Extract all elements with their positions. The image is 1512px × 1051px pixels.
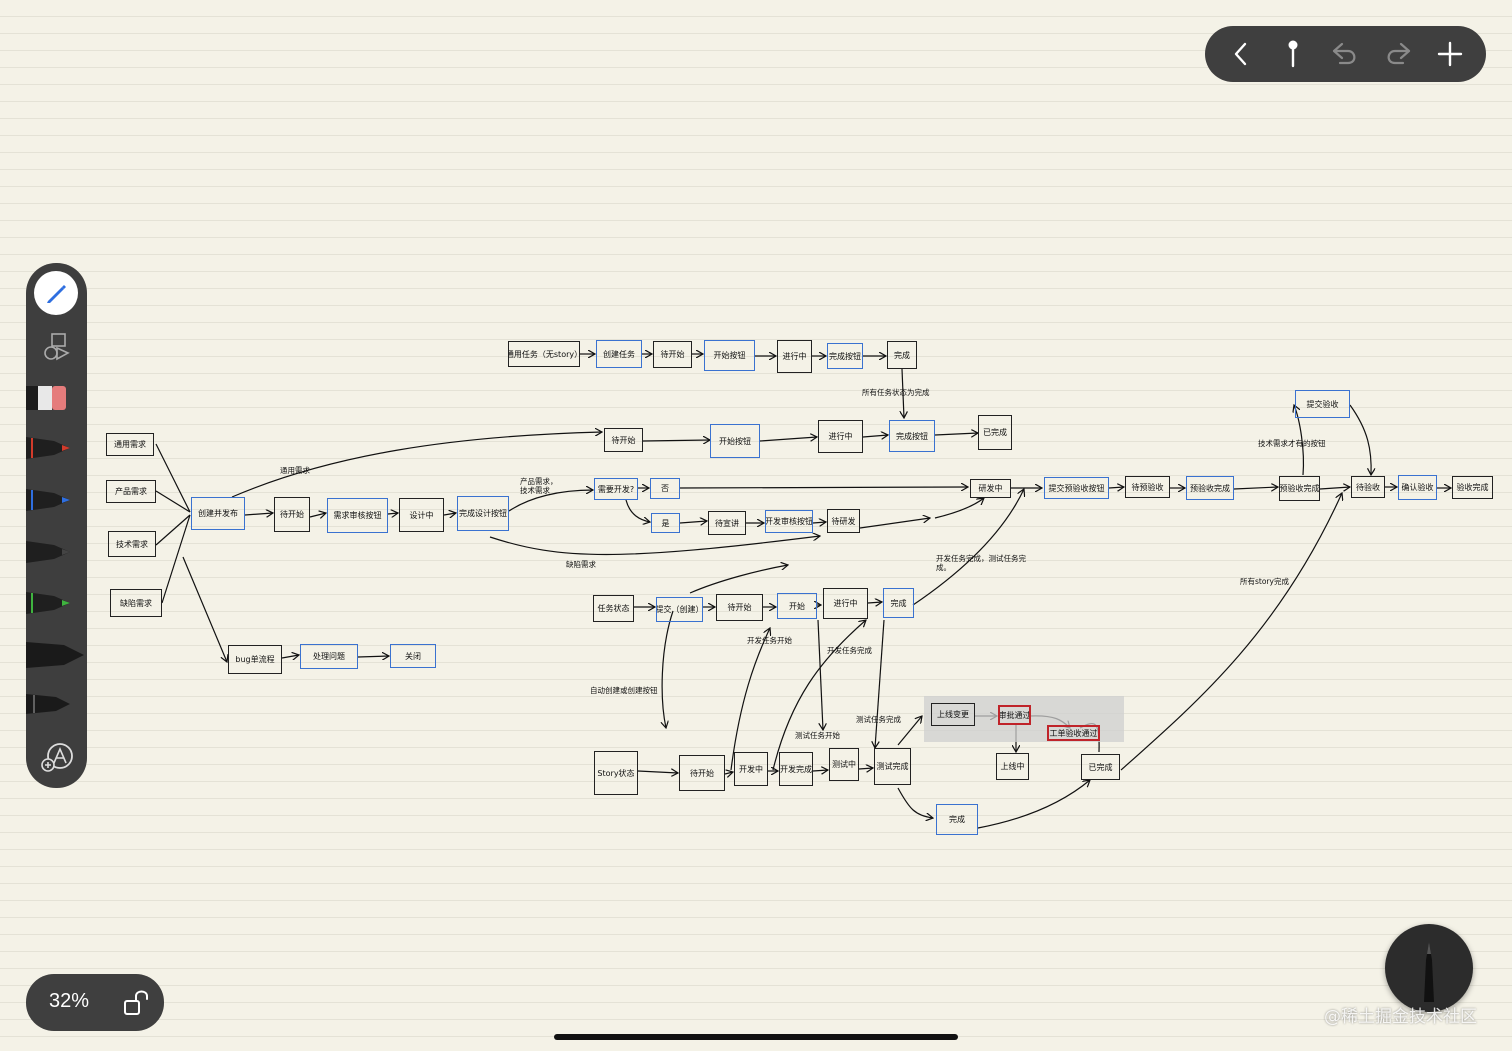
label-defect-req: 缺陷需求 bbox=[566, 560, 596, 569]
eraser-icon[interactable] bbox=[26, 383, 87, 413]
label-dev-start: 开发任务开始 bbox=[747, 636, 792, 645]
zoom-control[interactable]: 32% bbox=[26, 974, 164, 1031]
node-close[interactable]: 关闭 bbox=[390, 644, 436, 668]
node-designing[interactable]: 设计中 bbox=[399, 498, 444, 532]
node-done-5[interactable]: 完成 bbox=[936, 804, 978, 835]
node-completed-5[interactable]: 已完成 bbox=[1081, 754, 1120, 780]
node-done-top[interactable]: 完成 bbox=[887, 341, 917, 369]
node-todo-4[interactable]: 待开始 bbox=[716, 594, 763, 621]
label-test-start: 测试任务开始 bbox=[795, 731, 840, 740]
label-test-done: 测试任务完成 bbox=[856, 715, 901, 724]
node-create-publish[interactable]: 创建并发布 bbox=[191, 497, 245, 530]
node-in-progress-top[interactable]: 进行中 bbox=[777, 340, 812, 373]
unlock-icon[interactable] bbox=[122, 988, 152, 1018]
node-tech-req[interactable]: 技术需求 bbox=[108, 531, 156, 557]
node-in-progress-2[interactable]: 进行中 bbox=[818, 420, 863, 453]
node-submit-preaccept-button[interactable]: 提交预验收按钮 bbox=[1044, 477, 1109, 499]
pen-icon[interactable] bbox=[34, 271, 78, 315]
label-dev-done: 开发任务完成 bbox=[827, 646, 872, 655]
node-developing[interactable]: 研发中 bbox=[970, 479, 1011, 498]
red-pen-icon[interactable] bbox=[26, 433, 87, 463]
node-todo-5[interactable]: 待开始 bbox=[679, 755, 725, 791]
node-tongyong-task[interactable]: 通用任务（无story） bbox=[508, 341, 580, 367]
node-handle-issue[interactable]: 处理问题 bbox=[300, 644, 358, 669]
node-test-done[interactable]: 测试完成 bbox=[874, 748, 911, 785]
node-dev-in-progress[interactable]: 开发中 bbox=[734, 752, 768, 786]
node-testing[interactable]: 测试中 bbox=[829, 748, 859, 781]
node-start-button-top[interactable]: 开始按钮 bbox=[704, 340, 755, 371]
label-all-story-done: 所有story完成 bbox=[1240, 577, 1289, 586]
label-auto-create: 自动创建或创建按钮 bbox=[590, 686, 658, 695]
node-todo-2[interactable]: 待开始 bbox=[274, 497, 310, 532]
label-tech-only-button: 技术需求才有的按钮 bbox=[1258, 439, 1326, 448]
node-preaccept-done[interactable]: 预验收完成 bbox=[1279, 476, 1320, 501]
label-product-tech-req: 产品需求， 技术需求 bbox=[520, 477, 558, 495]
home-indicator[interactable] bbox=[554, 1034, 958, 1040]
node-need-dev[interactable]: 需要开发? bbox=[594, 478, 638, 500]
node-todo-3[interactable]: 待开始 bbox=[604, 428, 643, 452]
node-todo-top[interactable]: 待开始 bbox=[653, 341, 692, 368]
node-design-done-button[interactable]: 完成设计按钮 bbox=[457, 496, 509, 531]
node-release-change[interactable]: 上线变更 bbox=[931, 703, 975, 726]
node-await-dev[interactable]: 待研发 bbox=[827, 509, 860, 533]
undo-icon[interactable] bbox=[1327, 36, 1363, 72]
shapes-icon[interactable] bbox=[26, 329, 87, 365]
node-defect-req[interactable]: 缺陷需求 bbox=[110, 589, 162, 617]
node-confirm-accept[interactable]: 确认验收 bbox=[1398, 475, 1437, 500]
node-submit-accept[interactable]: 提交验收 bbox=[1295, 390, 1350, 418]
node-in-progress-4[interactable]: 进行中 bbox=[823, 588, 868, 619]
node-no[interactable]: 否 bbox=[650, 478, 680, 499]
node-ticket-accepted[interactable]: 工单验收通过 bbox=[1047, 725, 1100, 741]
node-task-state[interactable]: 任务状态 bbox=[593, 595, 634, 622]
node-await-accept[interactable]: 待验收 bbox=[1351, 476, 1385, 498]
zoom-value[interactable]: 32% bbox=[49, 990, 90, 1012]
node-review-button[interactable]: 需求审核按钮 bbox=[327, 498, 388, 533]
node-bug-flow[interactable]: bug单流程 bbox=[228, 645, 282, 674]
black-pen-icon[interactable] bbox=[26, 537, 87, 567]
node-story-state[interactable]: Story状态 bbox=[594, 751, 638, 795]
label-general-req: 通用需求 bbox=[280, 466, 310, 475]
marker-icon[interactable] bbox=[26, 639, 87, 671]
node-create-task[interactable]: 创建任务 bbox=[596, 340, 642, 368]
node-releasing[interactable]: 上线中 bbox=[996, 753, 1029, 780]
top-toolbar bbox=[1205, 26, 1486, 82]
green-pen-icon[interactable] bbox=[26, 588, 87, 618]
plus-icon[interactable] bbox=[1432, 36, 1468, 72]
node-yes[interactable]: 是 bbox=[651, 513, 680, 533]
node-dev-done[interactable]: 开发完成 bbox=[779, 752, 813, 786]
node-done-button-2[interactable]: 完成按钮 bbox=[889, 420, 935, 452]
node-submit-create[interactable]: 提交（创建） bbox=[656, 597, 703, 622]
node-completed-2[interactable]: 已完成 bbox=[978, 415, 1012, 450]
label-all-tasks-done: 所有任务状态为完成 bbox=[862, 388, 930, 397]
redo-icon[interactable] bbox=[1380, 36, 1416, 72]
pencil-tip-icon bbox=[1424, 942, 1434, 1002]
node-await-preaccept[interactable]: 待预验收 bbox=[1125, 476, 1170, 498]
node-done-button-top[interactable]: 完成按钮 bbox=[827, 343, 863, 369]
node-start-button-2[interactable]: 开始按钮 bbox=[710, 424, 760, 458]
add-tool-icon[interactable] bbox=[26, 741, 87, 773]
apple-pencil-button[interactable] bbox=[1385, 924, 1473, 1012]
pencil-icon[interactable] bbox=[26, 689, 87, 719]
node-done-4[interactable]: 完成 bbox=[883, 588, 914, 618]
node-start-4[interactable]: 开始 bbox=[777, 593, 817, 619]
watermark: @稀土掘金技术社区 bbox=[1324, 1007, 1477, 1027]
tool-palette bbox=[26, 263, 87, 788]
blue-pen-icon[interactable] bbox=[26, 485, 87, 515]
node-dev-review-button[interactable]: 开发审核按钮 bbox=[765, 510, 813, 533]
node-accept-done[interactable]: 验收完成 bbox=[1452, 476, 1493, 499]
node-product-req[interactable]: 产品需求 bbox=[106, 480, 156, 503]
node-approved[interactable]: 审批通过 bbox=[998, 705, 1031, 725]
pin-icon[interactable] bbox=[1275, 36, 1311, 72]
node-preaccept-done-button[interactable]: 预验收完成 bbox=[1186, 476, 1234, 500]
node-await-briefing[interactable]: 待宣讲 bbox=[708, 511, 746, 535]
chevron-left-icon[interactable] bbox=[1223, 36, 1259, 72]
label-dev-test-done: 开发任务完成，测试任务完 成。 bbox=[936, 554, 1026, 572]
node-general-req[interactable]: 通用需求 bbox=[106, 433, 154, 456]
